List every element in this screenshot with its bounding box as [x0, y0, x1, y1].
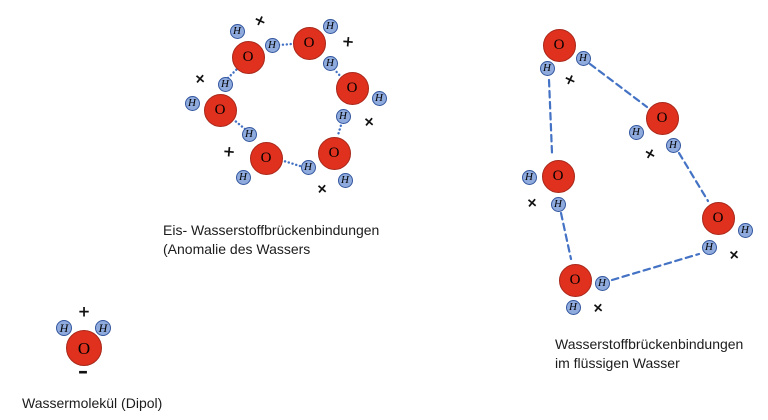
ice-ring-hydrogen-atom: H	[264, 37, 280, 53]
single-dipole-positive-charge-mark: +	[77, 302, 91, 321]
ice-ring-hydrogen-atom: H	[184, 95, 200, 111]
liquid-water-label-line2: im flüssigen Wasser	[555, 355, 680, 371]
ice-ring-hydrogen-atom: H	[322, 55, 338, 71]
single-dipole-hydrogen-atom: H	[56, 320, 72, 336]
ice-ring-hydrogen-atom: H	[335, 108, 351, 124]
ice-ring-hydrogen-bond	[226, 67, 239, 80]
ice-ring-hydrogen-atom: H	[371, 90, 387, 106]
ice-ring-positive-charge-mark: +	[250, 9, 270, 32]
liquid-water-hydrogen-atom: H	[521, 169, 537, 185]
liquid-water-hydrogen-atom: H	[594, 275, 610, 291]
ice-ring-label-line2: (Anomalie des Wassers	[163, 241, 311, 257]
liquid-water-oxygen-atom: O	[701, 201, 735, 235]
liquid-water-hydrogen-atom: H	[665, 137, 681, 153]
liquid-water-hydrogen-atom: H	[628, 124, 644, 140]
liquid-water-oxygen-atom: O	[542, 28, 576, 62]
liquid-water-hydrogen-atom: H	[565, 299, 581, 315]
liquid-water-positive-charge-mark: +	[521, 191, 543, 214]
ice-ring-positive-charge-mark: +	[340, 31, 356, 52]
ice-ring-positive-charge-mark: +	[221, 141, 237, 162]
ice-ring-oxygen-atom: O	[317, 136, 351, 170]
ice-ring-oxygen-atom: O	[335, 71, 369, 105]
single-dipole-oxygen-atom: O	[66, 330, 102, 366]
ice-ring-hydrogen-bond	[277, 42, 294, 47]
ice-ring-hydrogen-atom: H	[322, 18, 338, 34]
ice-ring-oxygen-atom: O	[231, 40, 265, 74]
liquid-water-positive-charge-mark: +	[723, 243, 745, 266]
ice-ring-positive-charge-mark: +	[358, 110, 380, 133]
ice-ring-label: Eis- Wasserstoffbrückenbindungen (Anomal…	[163, 221, 379, 259]
liquid-water-hydrogen-atom: H	[550, 196, 566, 212]
liquid-water-label-line1: Wasserstoffbrückenbindungen	[555, 336, 744, 352]
liquid-water-oxygen-atom: O	[541, 159, 575, 193]
ice-ring-hydrogen-atom: H	[229, 23, 245, 39]
liquid-water-hydrogen-atom: H	[737, 222, 753, 238]
liquid-water-hydrogen-atom: H	[539, 60, 555, 76]
ice-ring-hydrogen-bond	[282, 159, 302, 168]
ice-ring-hydrogen-bond	[232, 118, 247, 131]
ice-ring-positive-charge-mark: +	[189, 67, 211, 90]
ice-ring-oxygen-atom: O	[203, 93, 237, 127]
liquid-water-hydrogen-atom: H	[575, 50, 591, 66]
liquid-water-hydrogen-bond	[610, 252, 701, 282]
liquid-water-hydrogen-atom: H	[701, 239, 717, 255]
ice-ring-positive-charge-mark: +	[311, 177, 333, 200]
liquid-water-label: Wasserstoffbrückenbindungen im flüssigen…	[555, 335, 743, 373]
ice-ring-hydrogen-bond	[336, 120, 344, 137]
ice-ring-hydrogen-atom: H	[217, 76, 233, 92]
single-dipole-hydrogen-atom: H	[95, 320, 111, 336]
liquid-water-hydrogen-bond	[588, 62, 649, 109]
single-dipole-negative-charge-mark: –	[78, 359, 88, 383]
liquid-water-hydrogen-bond	[547, 78, 554, 155]
liquid-water-positive-charge-mark: +	[640, 142, 661, 165]
liquid-water-hydrogen-bond	[559, 211, 573, 261]
liquid-water-positive-charge-mark: +	[587, 296, 609, 319]
ice-ring-hydrogen-atom: H	[300, 159, 316, 175]
ice-ring-oxygen-atom: O	[292, 26, 326, 60]
liquid-water-oxygen-atom: O	[558, 263, 592, 297]
liquid-water-hydrogen-bond	[677, 151, 710, 203]
ice-ring-oxygen-atom: O	[249, 141, 283, 175]
single-molecule-label: Wassermolekül (Dipol)	[22, 394, 162, 413]
ice-ring-hydrogen-atom: H	[235, 169, 251, 185]
liquid-water-positive-charge-mark: +	[560, 68, 580, 91]
ice-ring-label-line1: Eis- Wasserstoffbrückenbindungen	[163, 222, 380, 238]
ice-ring-hydrogen-atom: H	[241, 126, 257, 142]
liquid-water-oxygen-atom: O	[645, 101, 679, 135]
ice-ring-hydrogen-atom: H	[337, 172, 353, 188]
single-molecule-label-line1: Wassermolekül (Dipol)	[22, 395, 163, 411]
